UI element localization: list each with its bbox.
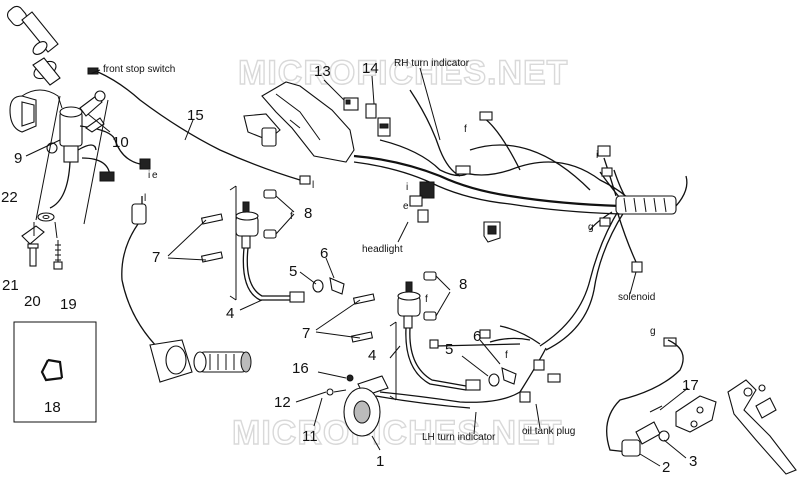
callout-7-lower: 7 (302, 325, 310, 342)
callout-1: 1 (376, 453, 384, 470)
side-stand-bracket (675, 395, 717, 433)
callout-6-upper: 6 (320, 245, 328, 262)
connector-letter-g-1: g (588, 222, 594, 233)
connector-letter-f-2: f (425, 294, 428, 305)
inset-box-18 (13, 321, 97, 423)
callout-3: 3 (689, 453, 697, 470)
callout-5-upper: 5 (289, 263, 297, 280)
bracket-frame-lower (389, 321, 397, 401)
mount-bolts-upper (200, 189, 277, 263)
bushing-upper (235, 201, 259, 249)
callout-22: 22 (1, 189, 18, 206)
callout-10: 10 (112, 134, 129, 151)
watermark-bottom: MICROFICHES.NET (232, 414, 562, 452)
label-solenoid: solenoid (618, 292, 655, 303)
callout-8-lower: 8 (459, 276, 467, 293)
connector-letter-e-1: e (403, 201, 409, 212)
connector-letter-f-4: f (290, 211, 293, 222)
callout-2: 2 (662, 459, 670, 476)
main-wiring-harness (353, 89, 688, 351)
callout-19: 19 (60, 296, 77, 313)
connector-letter-i-1: i (596, 150, 598, 161)
leader-lines (25, 67, 689, 467)
relay-14 (365, 103, 391, 137)
left-switch-housing (9, 89, 63, 133)
connector-letter-g-2: g (650, 326, 656, 337)
connector-letter-e-2: e (152, 170, 158, 181)
horn-1 (326, 374, 389, 437)
clutch-switch-assembly (121, 196, 193, 383)
callout-5-lower: 5 (445, 341, 453, 358)
connector-letter-f-3: f (505, 350, 508, 361)
label-oil-tank-plug: oil tank plug (522, 426, 575, 437)
callout-18: 18 (44, 399, 61, 416)
callout-8-upper: 8 (304, 205, 312, 222)
callout-13: 13 (314, 63, 331, 80)
callout-17: 17 (682, 377, 699, 394)
ignition-bracket-lines (35, 95, 109, 225)
ignition-switch (46, 106, 151, 209)
bracket-frame-upper (229, 185, 237, 301)
washer-22 (37, 212, 55, 222)
label-lh-turn-indicator: LH turn indicator (422, 432, 496, 443)
connector-letter-l-2: l (144, 193, 146, 204)
callout-6-lower: 6 (473, 328, 481, 345)
callout-12: 12 (274, 394, 291, 411)
ignition-key (79, 90, 106, 133)
callout-15: 15 (187, 107, 204, 124)
throttle-grip (6, 5, 61, 86)
label-headlight: headlight (362, 244, 403, 255)
throttle-cable-lower (405, 327, 517, 391)
callout-4-lower: 4 (368, 347, 376, 364)
callout-20: 20 (24, 293, 41, 310)
callout-21: 21 (2, 277, 19, 294)
connector-letter-i-2: i (406, 182, 408, 193)
left-grip (193, 351, 252, 373)
connector-letter-f-1: f (464, 124, 467, 135)
instrument-panel (243, 81, 355, 163)
side-stand (727, 379, 797, 475)
callout-11: 11 (302, 428, 318, 445)
connector-letter-l-1: l (312, 180, 314, 191)
harness-connectors (409, 111, 677, 347)
bolt-19 (53, 240, 63, 270)
label-front-stop-switch: front stop switch (103, 64, 175, 75)
callout-16: 16 (292, 360, 309, 377)
connector-letter-i-3: i (148, 170, 150, 181)
callout-14: 14 (362, 60, 379, 77)
clip-18 (40, 358, 64, 382)
callout-9: 9 (14, 150, 22, 167)
side-stand-switch (606, 339, 684, 457)
bushing-lower (397, 281, 421, 329)
throttle-cable-upper (242, 247, 345, 303)
lower-center-wiring (375, 325, 561, 409)
relay-13 (343, 97, 359, 111)
clip-21 (21, 225, 45, 245)
callout-4-upper: 4 (226, 305, 234, 322)
screw-20 (27, 243, 39, 267)
label-rh-turn-indicator: RH turn indicator (394, 58, 470, 69)
callout-7-upper: 7 (152, 249, 160, 266)
mount-bolts-lower (350, 271, 437, 343)
leader-lines-left (33, 221, 58, 239)
